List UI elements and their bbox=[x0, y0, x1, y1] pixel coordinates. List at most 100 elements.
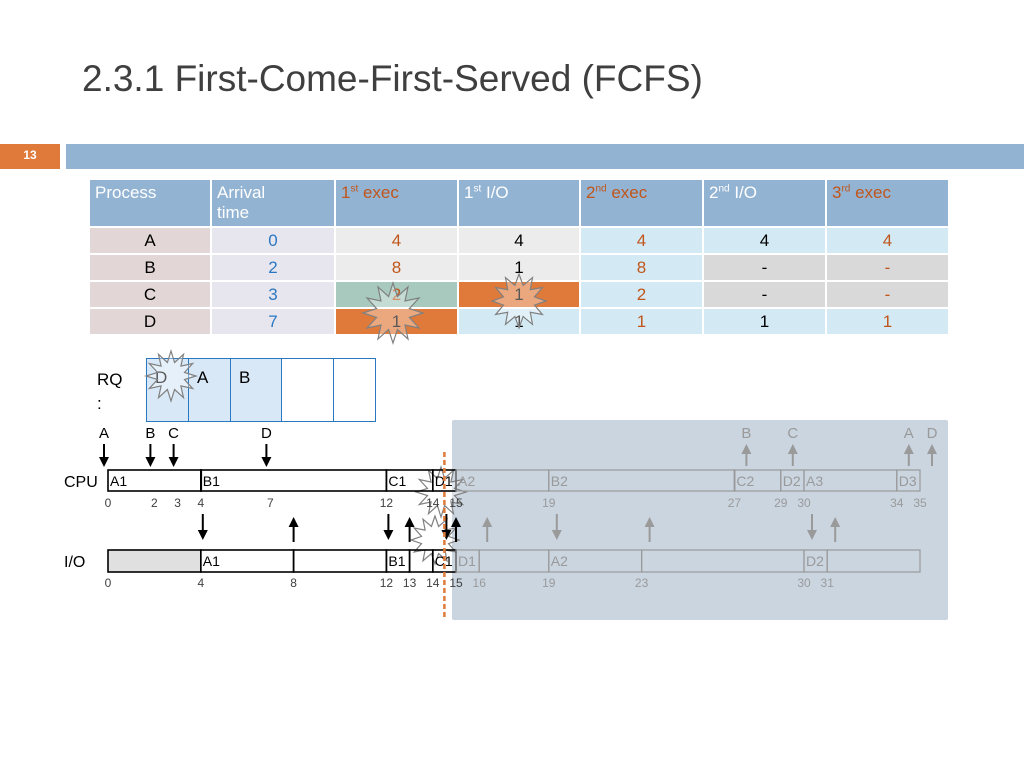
arrow-head bbox=[927, 444, 937, 454]
arrow-head bbox=[787, 444, 798, 454]
io-tick-label: 23 bbox=[635, 576, 649, 590]
cell-io1: 1 bbox=[457, 253, 581, 282]
cell-io2: - bbox=[702, 280, 827, 309]
cpu-to-io-arrow bbox=[383, 514, 394, 540]
cpu-segment bbox=[896, 469, 921, 492]
io-tick-label: 8 bbox=[290, 576, 297, 590]
cell-arrival: 0 bbox=[210, 226, 336, 255]
cpu-tick-label: 30 bbox=[797, 496, 811, 510]
cpu-segment-label: B1 bbox=[203, 473, 220, 489]
cpu-segment-label: A2 bbox=[458, 473, 475, 489]
cpu-segment-label: D2 bbox=[783, 473, 801, 489]
arrival-label: B bbox=[145, 425, 155, 442]
cpu-tick-label: 2 bbox=[151, 496, 158, 510]
cpu-tick-label: 15 bbox=[449, 496, 463, 510]
table-row: B 2 8 1 8 - - bbox=[88, 253, 950, 282]
slide-title: 2.3.1 First-Come-First-Served (FCFS) bbox=[82, 58, 703, 99]
cpu-segment-label: A1 bbox=[110, 473, 127, 489]
io-tick-label: 15 bbox=[449, 576, 463, 590]
io-segment-label: D1 bbox=[458, 553, 476, 569]
io-to-cpu-arrow bbox=[830, 517, 841, 542]
io-tick-label: 13 bbox=[403, 576, 417, 590]
cell-io1: 1 bbox=[457, 280, 581, 309]
cpu-segment-label: D3 bbox=[899, 473, 917, 489]
cpu-tick-label: 29 bbox=[774, 496, 788, 510]
io-segment-label: A1 bbox=[203, 553, 220, 569]
cell-exec3: 4 bbox=[825, 226, 950, 255]
page-number: 13 bbox=[0, 144, 60, 169]
table-row: D 7 1 1 1 1 1 bbox=[88, 307, 950, 336]
highlight-burst bbox=[143, 348, 199, 404]
io-tick-label: 31 bbox=[821, 576, 835, 590]
arrival-label: B bbox=[741, 425, 751, 442]
arrow-head bbox=[830, 517, 841, 527]
io-to-cpu-arrow bbox=[451, 517, 461, 542]
cell-exec1: 2 bbox=[334, 280, 459, 309]
io-to-cpu-arrow bbox=[644, 517, 655, 542]
cpu-to-io-arrow bbox=[551, 514, 562, 540]
header-exec1: 1st exec bbox=[334, 178, 459, 228]
cpu-to-io-arrow bbox=[807, 514, 817, 540]
cell-process: B bbox=[88, 253, 212, 282]
cell-exec3: - bbox=[825, 253, 950, 282]
io-tick-label: 12 bbox=[380, 576, 394, 590]
io-to-cpu-arrow bbox=[288, 517, 299, 542]
cpu-tick-label: 27 bbox=[728, 496, 742, 510]
future-highlight-panel bbox=[452, 420, 948, 620]
arrival-arrow bbox=[787, 444, 798, 466]
io-tick-label: 19 bbox=[542, 576, 556, 590]
cell-exec2: 2 bbox=[579, 280, 704, 309]
arrival-arrow bbox=[927, 444, 937, 466]
highlight-burst bbox=[490, 272, 548, 330]
header-process: Process bbox=[88, 178, 212, 228]
arrival-arrow bbox=[261, 444, 272, 467]
arrival-label: D bbox=[927, 425, 938, 442]
io-segment bbox=[107, 549, 202, 573]
cpu-tick-label: 0 bbox=[105, 496, 112, 510]
cell-process: C bbox=[88, 280, 212, 309]
arrow-head bbox=[197, 530, 208, 540]
io-tick-label: 16 bbox=[473, 576, 487, 590]
arrow-head bbox=[644, 517, 655, 527]
cell-exec1: 8 bbox=[334, 253, 459, 282]
header-exec3: 3rd exec bbox=[825, 178, 950, 228]
cell-io2: 4 bbox=[702, 226, 827, 255]
table-row: C 3 2 1 2 - - bbox=[88, 280, 950, 309]
cell-io2: - bbox=[702, 253, 827, 282]
arrow-head bbox=[451, 517, 461, 527]
arrival-label: A bbox=[99, 425, 109, 442]
header-exec2: 2nd exec bbox=[579, 178, 704, 228]
cell-exec2: 4 bbox=[579, 226, 704, 255]
header-io1: 1st I/O bbox=[457, 178, 581, 228]
io-row-label: I/O bbox=[64, 554, 85, 571]
cell-exec2: 8 bbox=[579, 253, 704, 282]
io-segment-label: B1 bbox=[388, 553, 405, 569]
cpu-segment-label: A3 bbox=[806, 473, 823, 489]
io-segment bbox=[292, 549, 388, 573]
cpu-tick-label: 3 bbox=[174, 496, 181, 510]
cell-exec1: 1 bbox=[334, 307, 459, 336]
cell-process: D bbox=[88, 307, 212, 336]
arrival-label: A bbox=[904, 425, 914, 442]
arrow-head bbox=[261, 457, 272, 467]
cpu-tick-label: 34 bbox=[890, 496, 904, 510]
cpu-tick-label: 35 bbox=[913, 496, 927, 510]
io-to-cpu-arrow bbox=[482, 517, 493, 542]
io-tick-label: 30 bbox=[797, 576, 811, 590]
io-segment-label: A2 bbox=[551, 553, 568, 569]
arrival-arrow bbox=[903, 444, 914, 466]
cell-exec2: 1 bbox=[579, 307, 704, 336]
cell-exec1: 4 bbox=[334, 226, 459, 255]
io-to-cpu-arrow bbox=[404, 517, 415, 542]
arrival-label: C bbox=[787, 425, 798, 442]
arrival-arrow bbox=[168, 444, 179, 467]
cpu-segment-label: B2 bbox=[551, 473, 568, 489]
cpu-segment-label: C1 bbox=[388, 473, 406, 489]
arrow-head bbox=[903, 444, 914, 454]
cell-arrival: 3 bbox=[210, 280, 336, 309]
arrow-head bbox=[741, 444, 752, 454]
io-tick-label: 0 bbox=[105, 576, 112, 590]
io-segment-label: D2 bbox=[806, 553, 824, 569]
io-segment bbox=[826, 549, 921, 573]
arrival-arrow bbox=[741, 444, 752, 466]
